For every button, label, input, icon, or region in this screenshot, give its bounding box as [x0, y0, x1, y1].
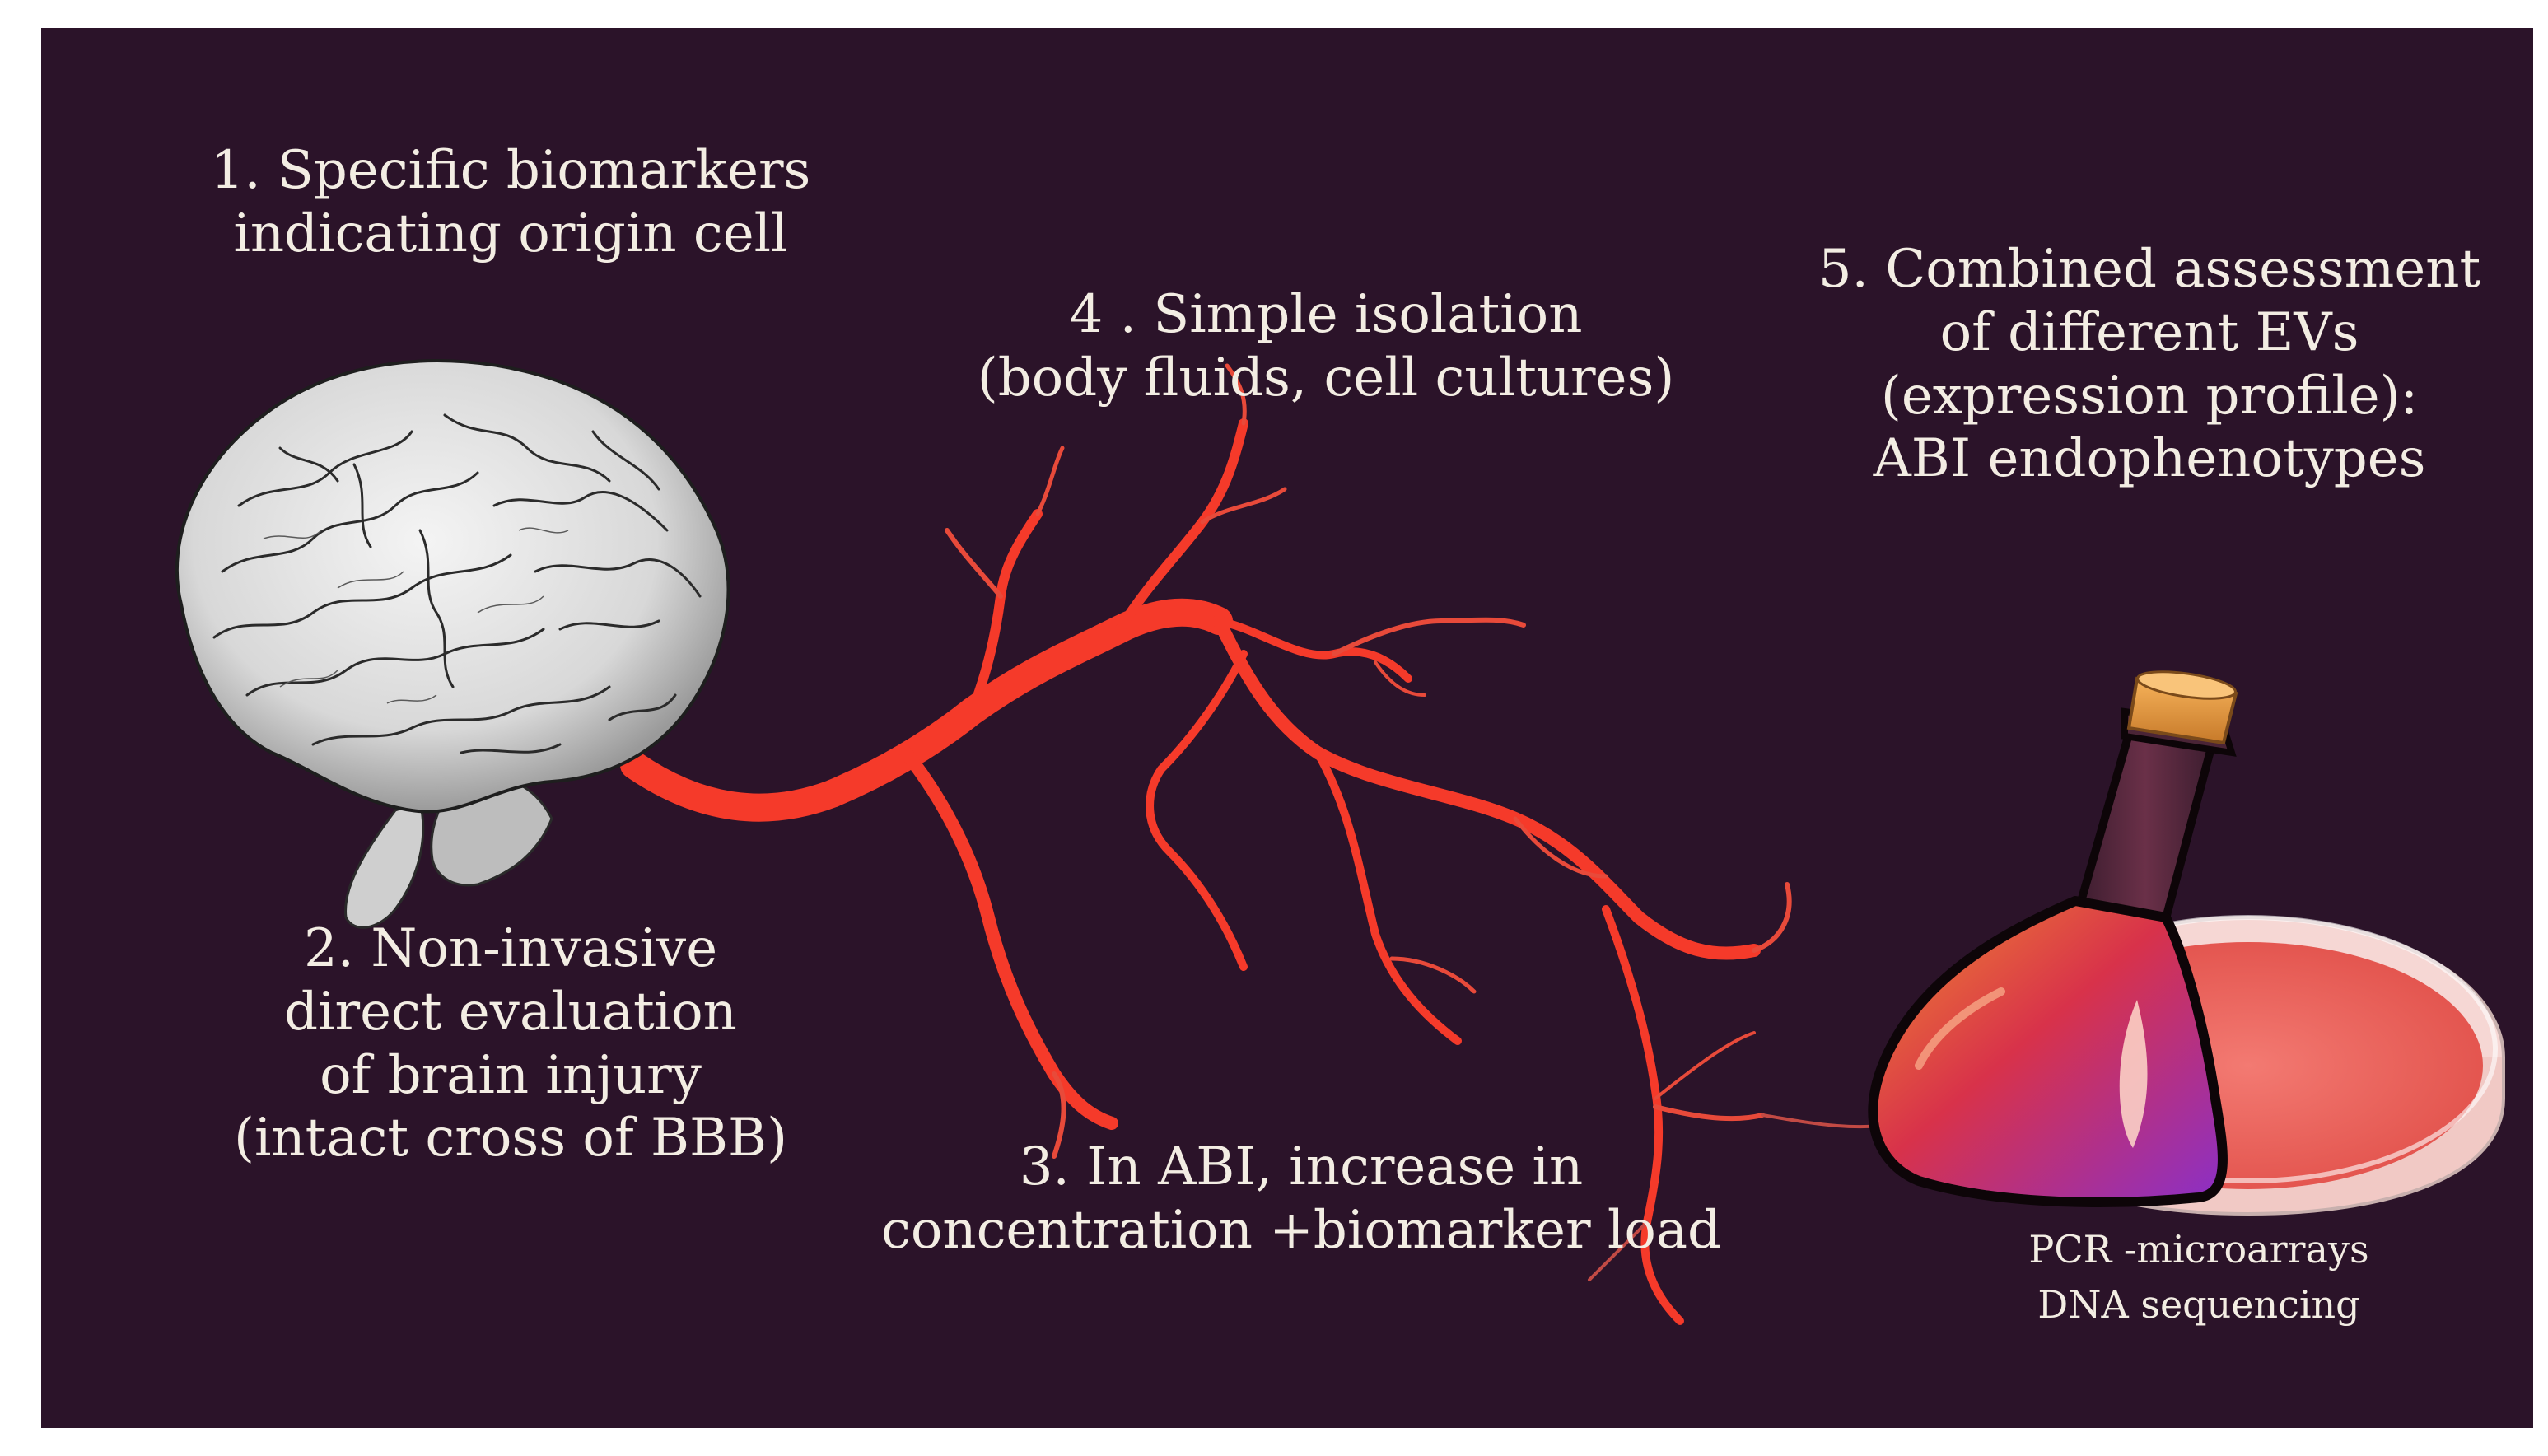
flask-icon [1868, 670, 2238, 1207]
label-line: 5. Combined assessment [1818, 239, 2481, 300]
label-specific-biomarkers: 1. Specific biomarkers indicating origin… [148, 139, 873, 266]
label-line: ABI endophenotypes [1873, 428, 2426, 490]
label-line: 3. In ABI, increase in [1019, 1136, 1584, 1197]
blood-vessel-icon [620, 363, 1904, 1325]
label-line: of different EVs [1939, 301, 2359, 363]
brain-icon [175, 359, 730, 929]
label-line: direct evaluation [284, 981, 737, 1043]
label-non-invasive: 2. Non-invasive direct evaluation of bra… [148, 917, 873, 1170]
label-line: 1. Specific biomarkers [210, 140, 811, 201]
label-simple-isolation: 4 . Simple isolation (body fluids, cell … [914, 283, 1738, 410]
label-increase-in-concentration: 3. In ABI, increase in concentration +bi… [832, 1136, 1771, 1262]
label-combined-assessment: 5. Combined assessment of different EVs … [1762, 238, 2533, 491]
label-line: concentration +biomarker load [880, 1199, 1722, 1261]
label-line: (body fluids, cell cultures) [977, 347, 1675, 408]
label-line: indicating origin cell [233, 203, 788, 264]
label-line: 4 . Simple isolation [1069, 284, 1583, 345]
label-line: PCR -microarrays [2028, 1227, 2369, 1272]
illustration-layer [175, 359, 2505, 1325]
label-line: 2. Non-invasive [303, 918, 718, 979]
label-line: (intact cross of BBB) [233, 1108, 788, 1169]
label-line: (expression profile): [1880, 365, 2419, 427]
label-line: DNA sequencing [2037, 1281, 2360, 1327]
label-methods: PCR -microarrays DNA sequencing [1935, 1222, 2462, 1332]
label-line: of brain injury [320, 1044, 702, 1106]
diagram-canvas: 1. Specific biomarkers indicating origin… [41, 28, 2533, 1428]
